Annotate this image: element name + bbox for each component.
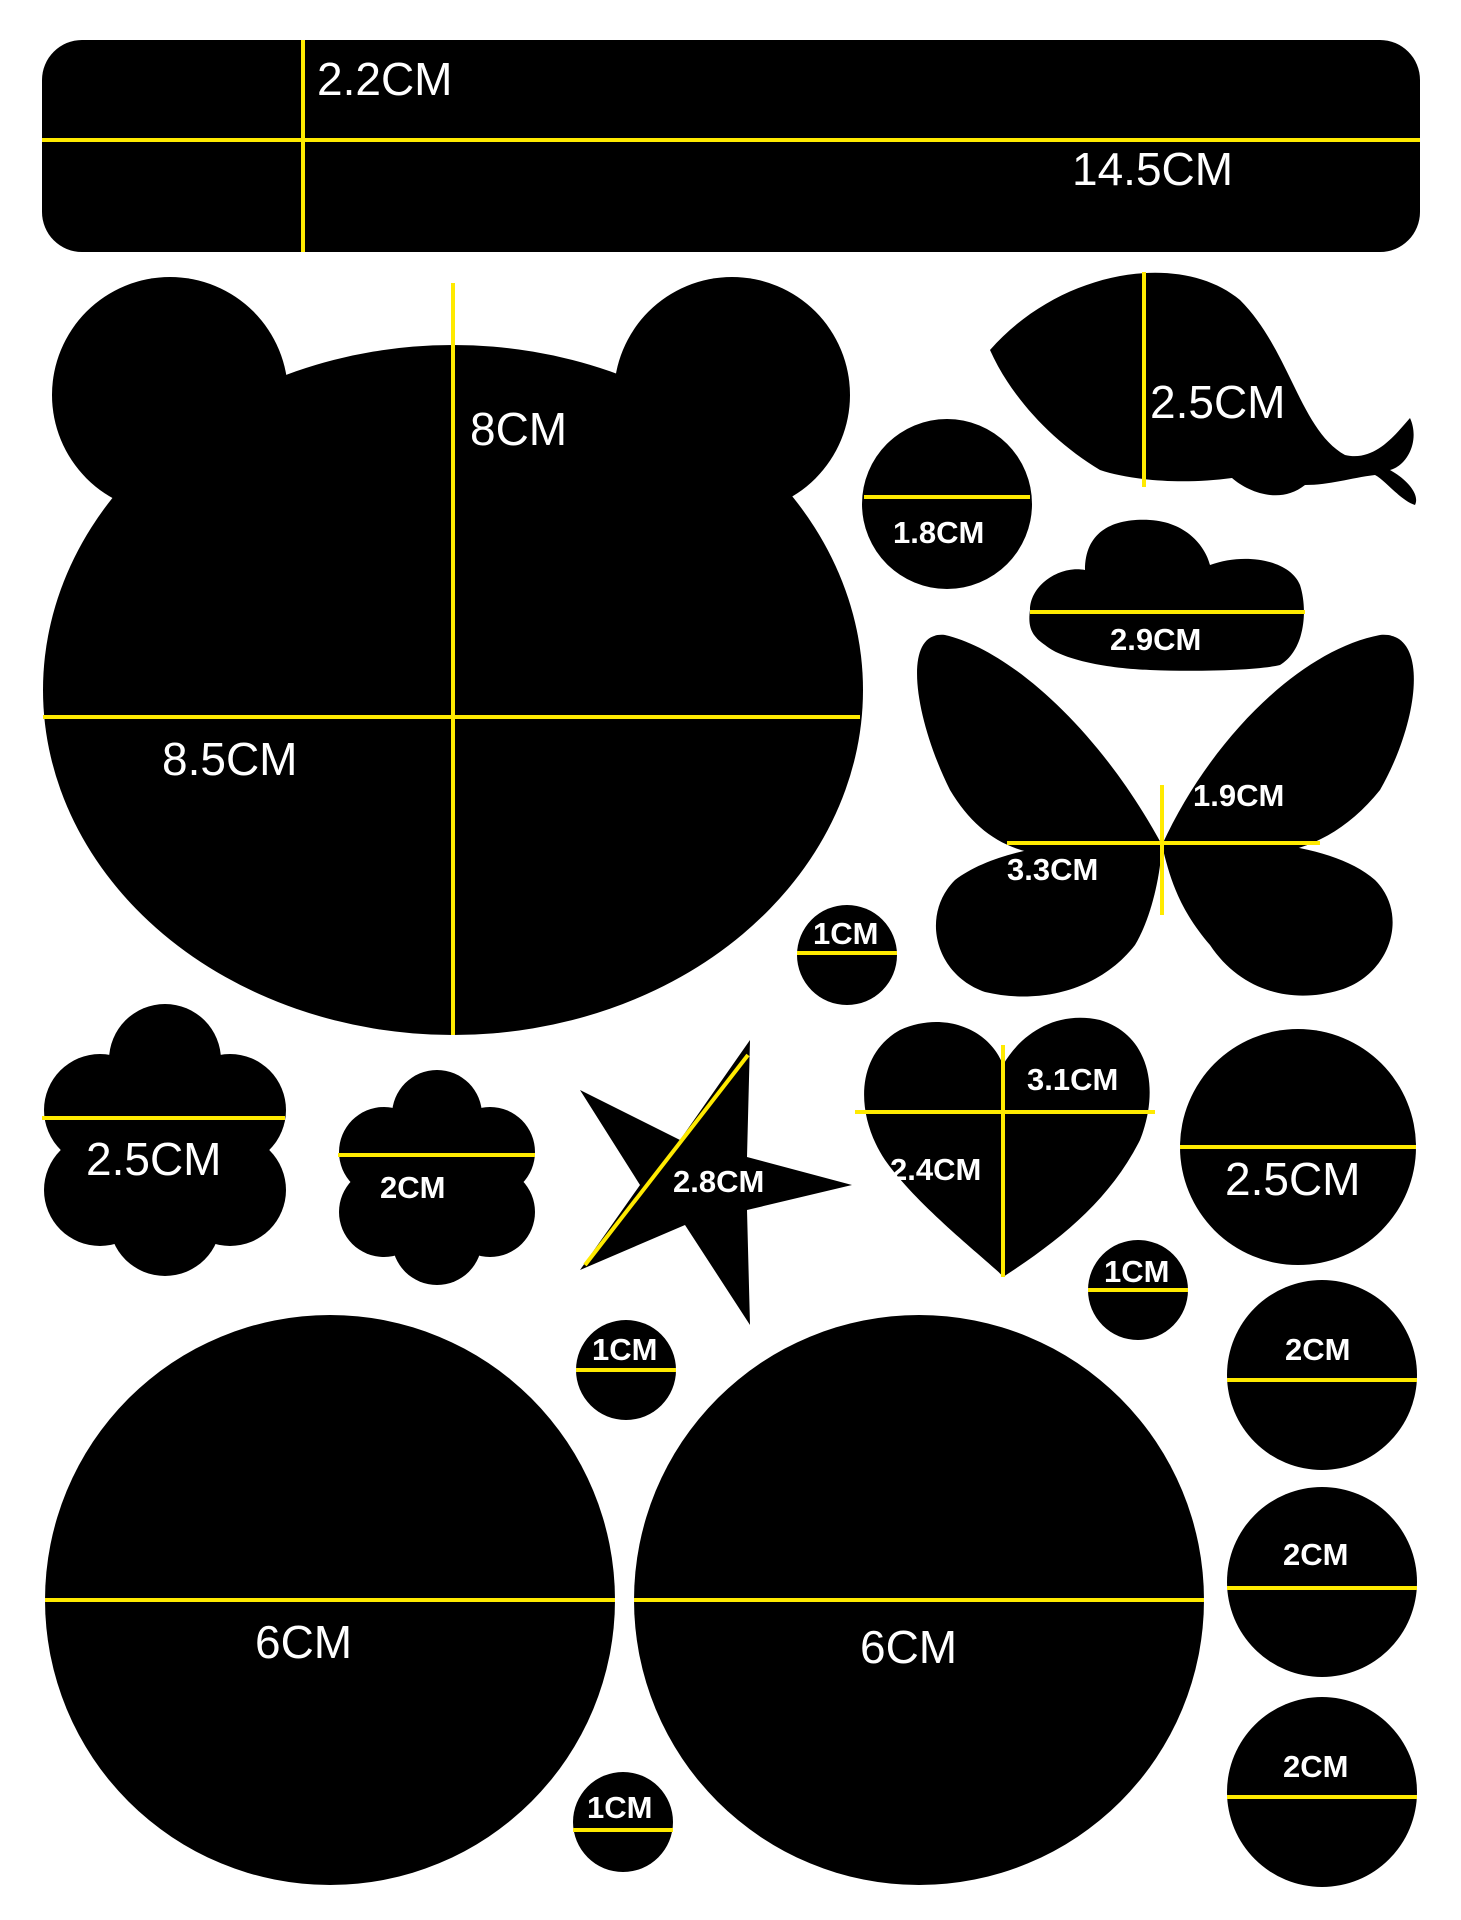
circle-2-a-label: 2CM	[1285, 1332, 1350, 1367]
cloud-shape	[1029, 519, 1304, 671]
star-sticker: 2.8CM	[580, 1040, 852, 1325]
butterfly-height-label: 1.9CM	[1193, 778, 1284, 813]
circle-2-c-label: 2CM	[1283, 1749, 1348, 1784]
heart-shape	[864, 1017, 1150, 1277]
flower-large-center	[85, 1070, 245, 1230]
bear-height-label: 8CM	[470, 403, 567, 455]
circle-6-right-sticker: 6CM	[634, 1315, 1204, 1885]
flower-small-label: 2CM	[380, 1170, 445, 1205]
circle-6-right-label: 6CM	[860, 1621, 957, 1673]
circle-2-b-sticker: 2CM	[1227, 1487, 1417, 1677]
circle-6-left-label: 6CM	[255, 1616, 352, 1668]
circle-2-5-label: 2.5CM	[1225, 1153, 1360, 1205]
whale-label: 2.5CM	[1150, 376, 1285, 428]
flower-large-label: 2.5CM	[86, 1133, 221, 1185]
circle-2-5-sticker: 2.5CM	[1180, 1029, 1416, 1265]
star-shape	[580, 1040, 852, 1325]
circle-2-a-shape	[1227, 1280, 1417, 1470]
heart-sticker: 3.1CM 2.4CM	[855, 1017, 1155, 1277]
circle-1-bottom-label: 1CM	[587, 1790, 652, 1825]
circle-1-star-sticker: 1CM	[576, 1320, 676, 1420]
strip-shape	[42, 40, 1420, 252]
heart-width-label: 3.1CM	[1027, 1062, 1118, 1097]
bear-width-label: 8.5CM	[162, 733, 297, 785]
butterfly-lower-left-wing	[935, 841, 1162, 997]
whale-shape	[990, 272, 1417, 505]
circle-6-left-sticker: 6CM	[45, 1315, 615, 1885]
circle-1-heart-sticker: 1CM	[1088, 1240, 1188, 1340]
flower-large-sticker: 2.5CM	[42, 1004, 286, 1276]
circle-1-8-sticker: 1.8CM	[862, 419, 1032, 589]
strip-height-label: 2.2CM	[317, 53, 452, 105]
circle-1-8-label: 1.8CM	[893, 515, 984, 550]
circle-2-a-sticker: 2CM	[1227, 1280, 1417, 1470]
circle-2-b-label: 2CM	[1283, 1537, 1348, 1572]
circle-1-bottom-shape	[573, 1772, 673, 1872]
bear-head-sticker: 8CM 8.5CM	[43, 277, 863, 1035]
circle-1-mid-sticker: 1CM	[797, 905, 897, 1005]
circle-2-c-shape	[1227, 1697, 1417, 1887]
whale-sticker: 2.5CM	[990, 272, 1417, 505]
circle-1-8-shape	[862, 419, 1032, 589]
flower-small-center	[372, 1115, 502, 1245]
butterfly-upper-right-wing	[1162, 634, 1414, 856]
circle-1-bottom-sticker: 1CM	[573, 1772, 673, 1872]
butterfly-sticker: 1.9CM 3.3CM	[917, 634, 1414, 997]
strip-width-label: 14.5CM	[1072, 143, 1233, 195]
star-line	[583, 1053, 750, 1267]
circle-2-c-sticker: 2CM	[1227, 1697, 1417, 1887]
heart-height-label: 2.4CM	[890, 1152, 981, 1187]
circle-1-heart-label: 1CM	[1104, 1254, 1169, 1289]
butterfly-upper-left-wing	[917, 634, 1162, 856]
circle-2-b-shape	[1227, 1487, 1417, 1677]
cloud-label: 2.9CM	[1110, 622, 1201, 657]
flower-small-sticker: 2CM	[338, 1070, 535, 1285]
butterfly-lower-right-wing	[1162, 840, 1393, 996]
cloud-sticker: 2.9CM	[1029, 519, 1305, 671]
strip-sticker: 2.2CM 14.5CM	[42, 40, 1420, 252]
star-label: 2.8CM	[673, 1164, 764, 1199]
circle-1-mid-label: 1CM	[813, 916, 878, 951]
circle-1-star-label: 1CM	[592, 1332, 657, 1367]
butterfly-width-label: 3.3CM	[1007, 852, 1098, 887]
